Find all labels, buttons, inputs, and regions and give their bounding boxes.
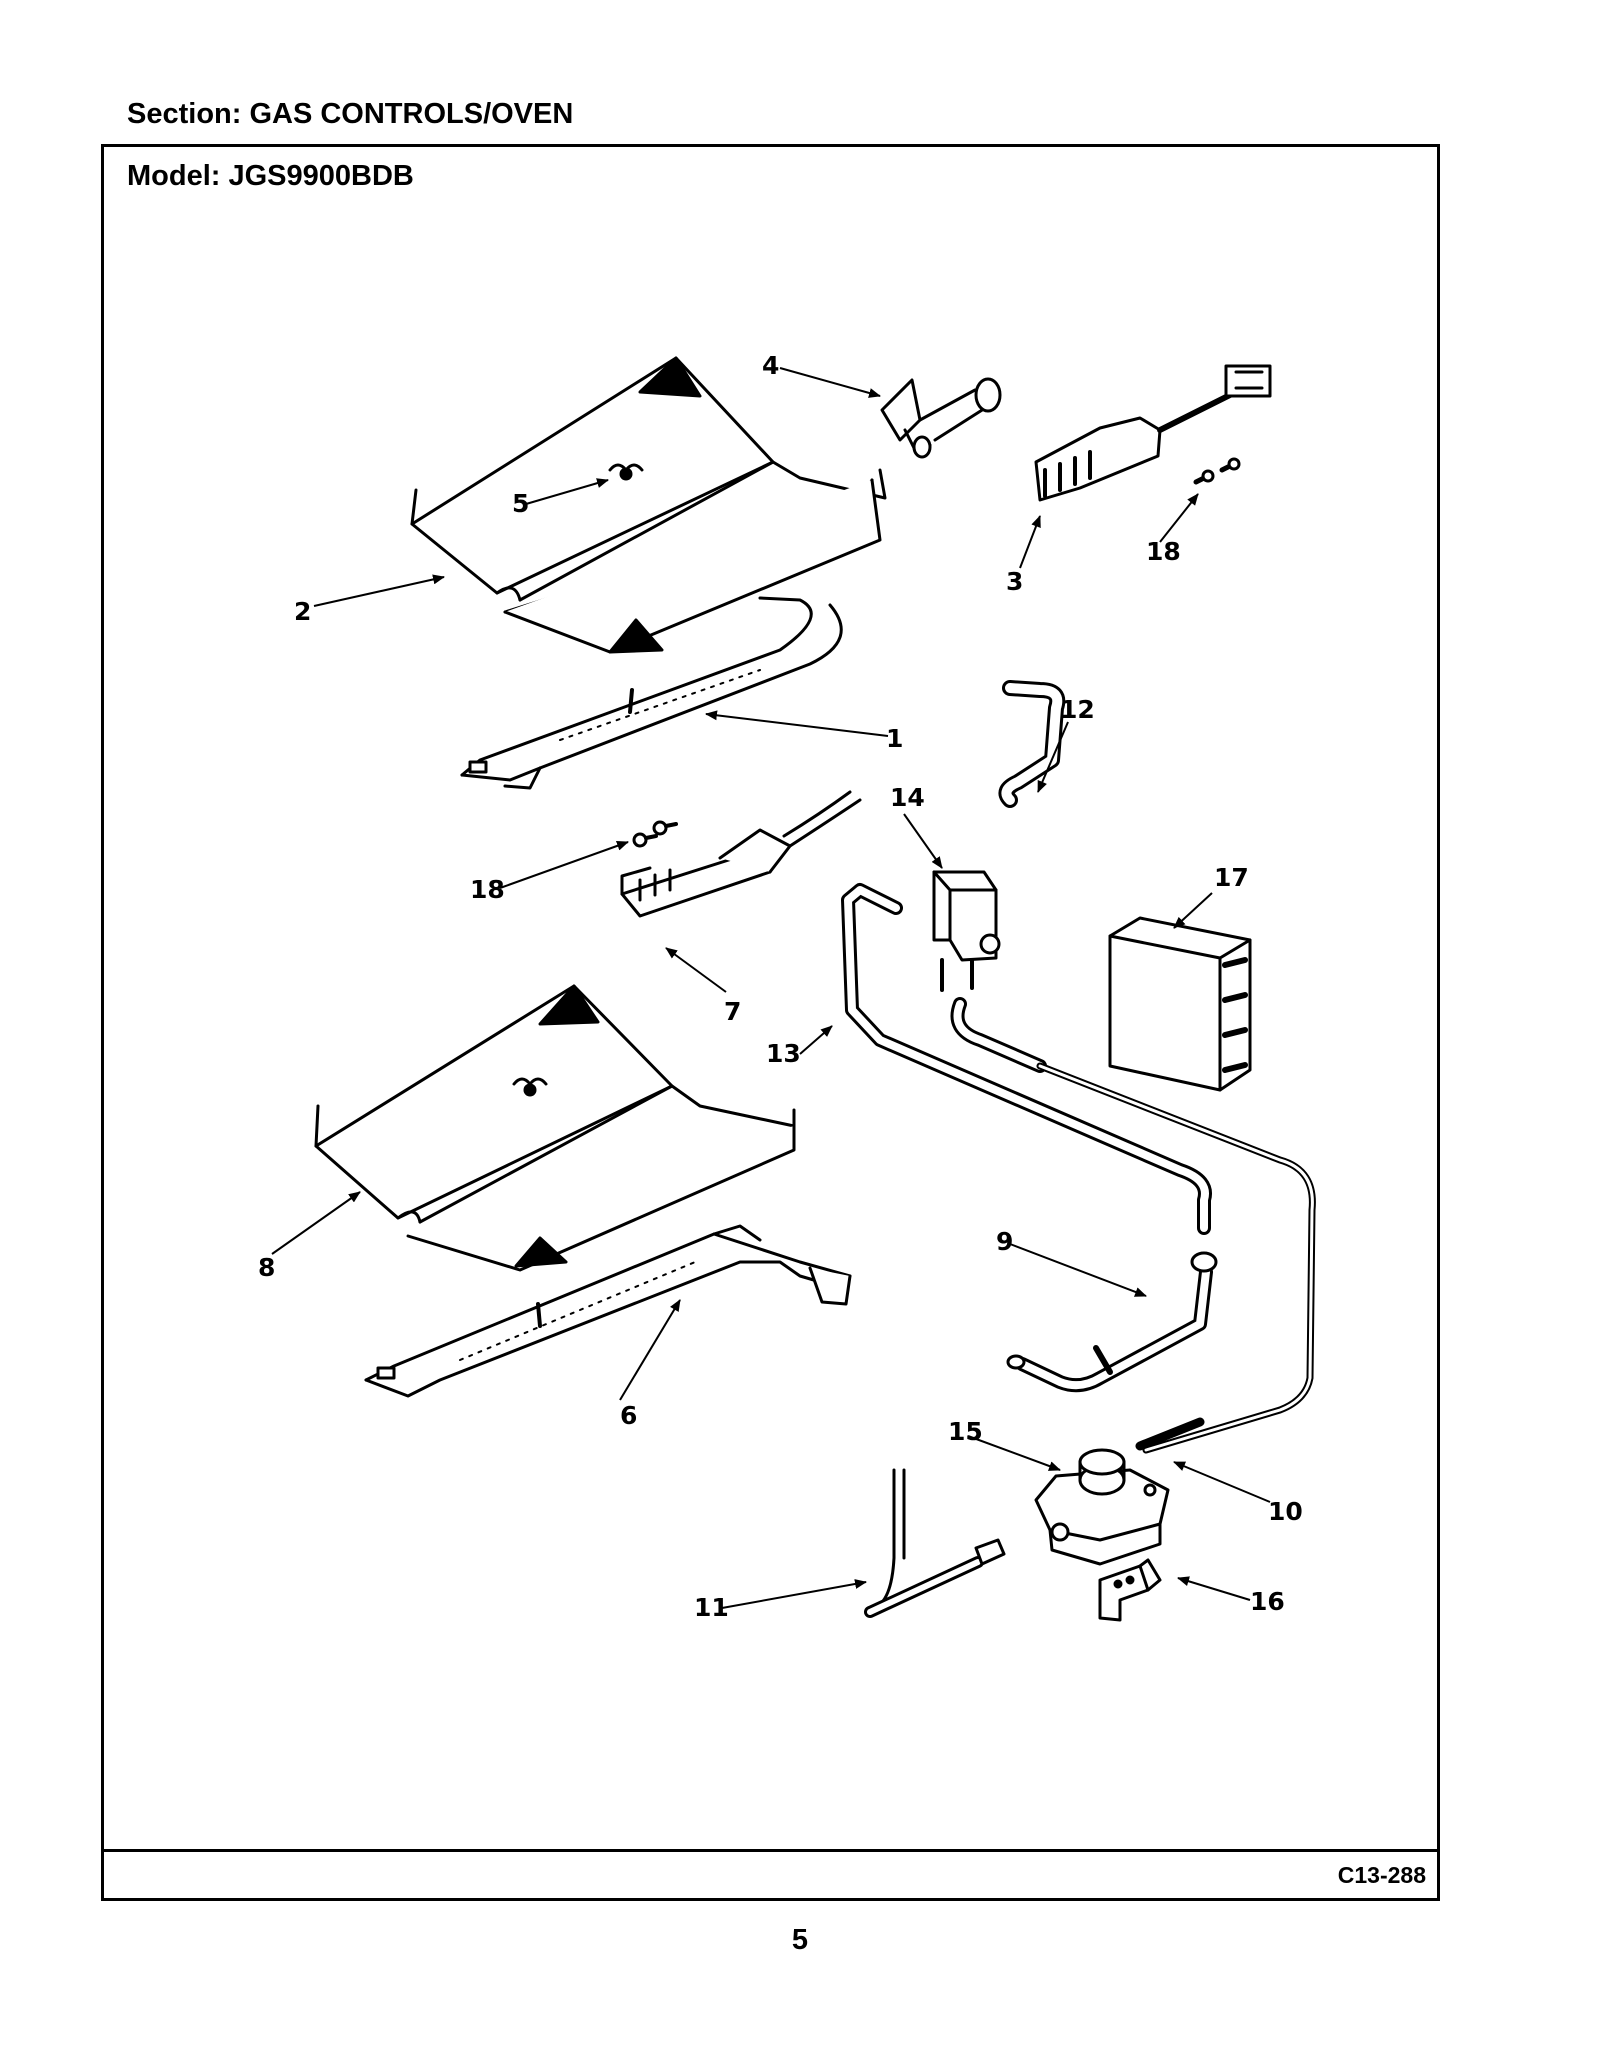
callout-4: 4 bbox=[762, 351, 779, 380]
leader-lines bbox=[271, 367, 1271, 1609]
callout-18-lower: 18 bbox=[470, 875, 505, 904]
callout-16: 16 bbox=[1250, 1587, 1285, 1616]
callout-12: 12 bbox=[1060, 695, 1095, 724]
callout-5: 5 bbox=[512, 489, 529, 518]
lower-igniter-part bbox=[620, 790, 862, 918]
tube-12-part bbox=[998, 680, 1066, 808]
callout-6: 6 bbox=[620, 1401, 637, 1430]
upper-screws-part bbox=[1193, 457, 1241, 485]
callout-17: 17 bbox=[1214, 863, 1249, 892]
gas-line-10-part bbox=[1036, 1062, 1316, 1454]
callout-11: 11 bbox=[694, 1593, 729, 1622]
pilot-supply-part bbox=[864, 1468, 1006, 1618]
callout-2: 2 bbox=[294, 597, 311, 626]
callout-3: 3 bbox=[1006, 567, 1023, 596]
callout-7: 7 bbox=[724, 997, 741, 1026]
lower-baffle-part bbox=[314, 984, 796, 1272]
callout-1: 1 bbox=[886, 724, 903, 753]
upper-burner-part bbox=[460, 596, 843, 790]
callout-8: 8 bbox=[258, 1253, 275, 1282]
safety-valve-part bbox=[932, 870, 1001, 992]
lower-screws-part bbox=[632, 820, 678, 848]
tube-13-part bbox=[841, 883, 1212, 1235]
page-number: 5 bbox=[791, 1924, 809, 1956]
bracket-part bbox=[1098, 1558, 1162, 1622]
tube-9-part bbox=[1006, 1251, 1218, 1393]
lower-burner-part bbox=[364, 1224, 852, 1398]
callout-9: 9 bbox=[996, 1227, 1013, 1256]
callout-15: 15 bbox=[948, 1417, 983, 1446]
model-title: Model: JGS9900BDB bbox=[127, 160, 414, 192]
callout-13: 13 bbox=[766, 1039, 801, 1068]
insulation-block-part bbox=[1108, 916, 1252, 1092]
section-title: Section: GAS CONTROLS/OVEN bbox=[127, 98, 574, 130]
callout-18-upper: 18 bbox=[1146, 537, 1181, 566]
callout-14: 14 bbox=[890, 783, 925, 812]
callout-10: 10 bbox=[1268, 1497, 1303, 1526]
pilot-tube-part bbox=[880, 377, 1002, 459]
pressure-regulator-part bbox=[1034, 1448, 1170, 1566]
upper-igniter-part bbox=[1034, 364, 1272, 502]
drawing-code: C13-288 bbox=[1337, 1862, 1426, 1888]
footer-divider bbox=[101, 1849, 1440, 1852]
upper-baffle-part bbox=[410, 356, 887, 654]
diagram-frame bbox=[101, 144, 1440, 1901]
